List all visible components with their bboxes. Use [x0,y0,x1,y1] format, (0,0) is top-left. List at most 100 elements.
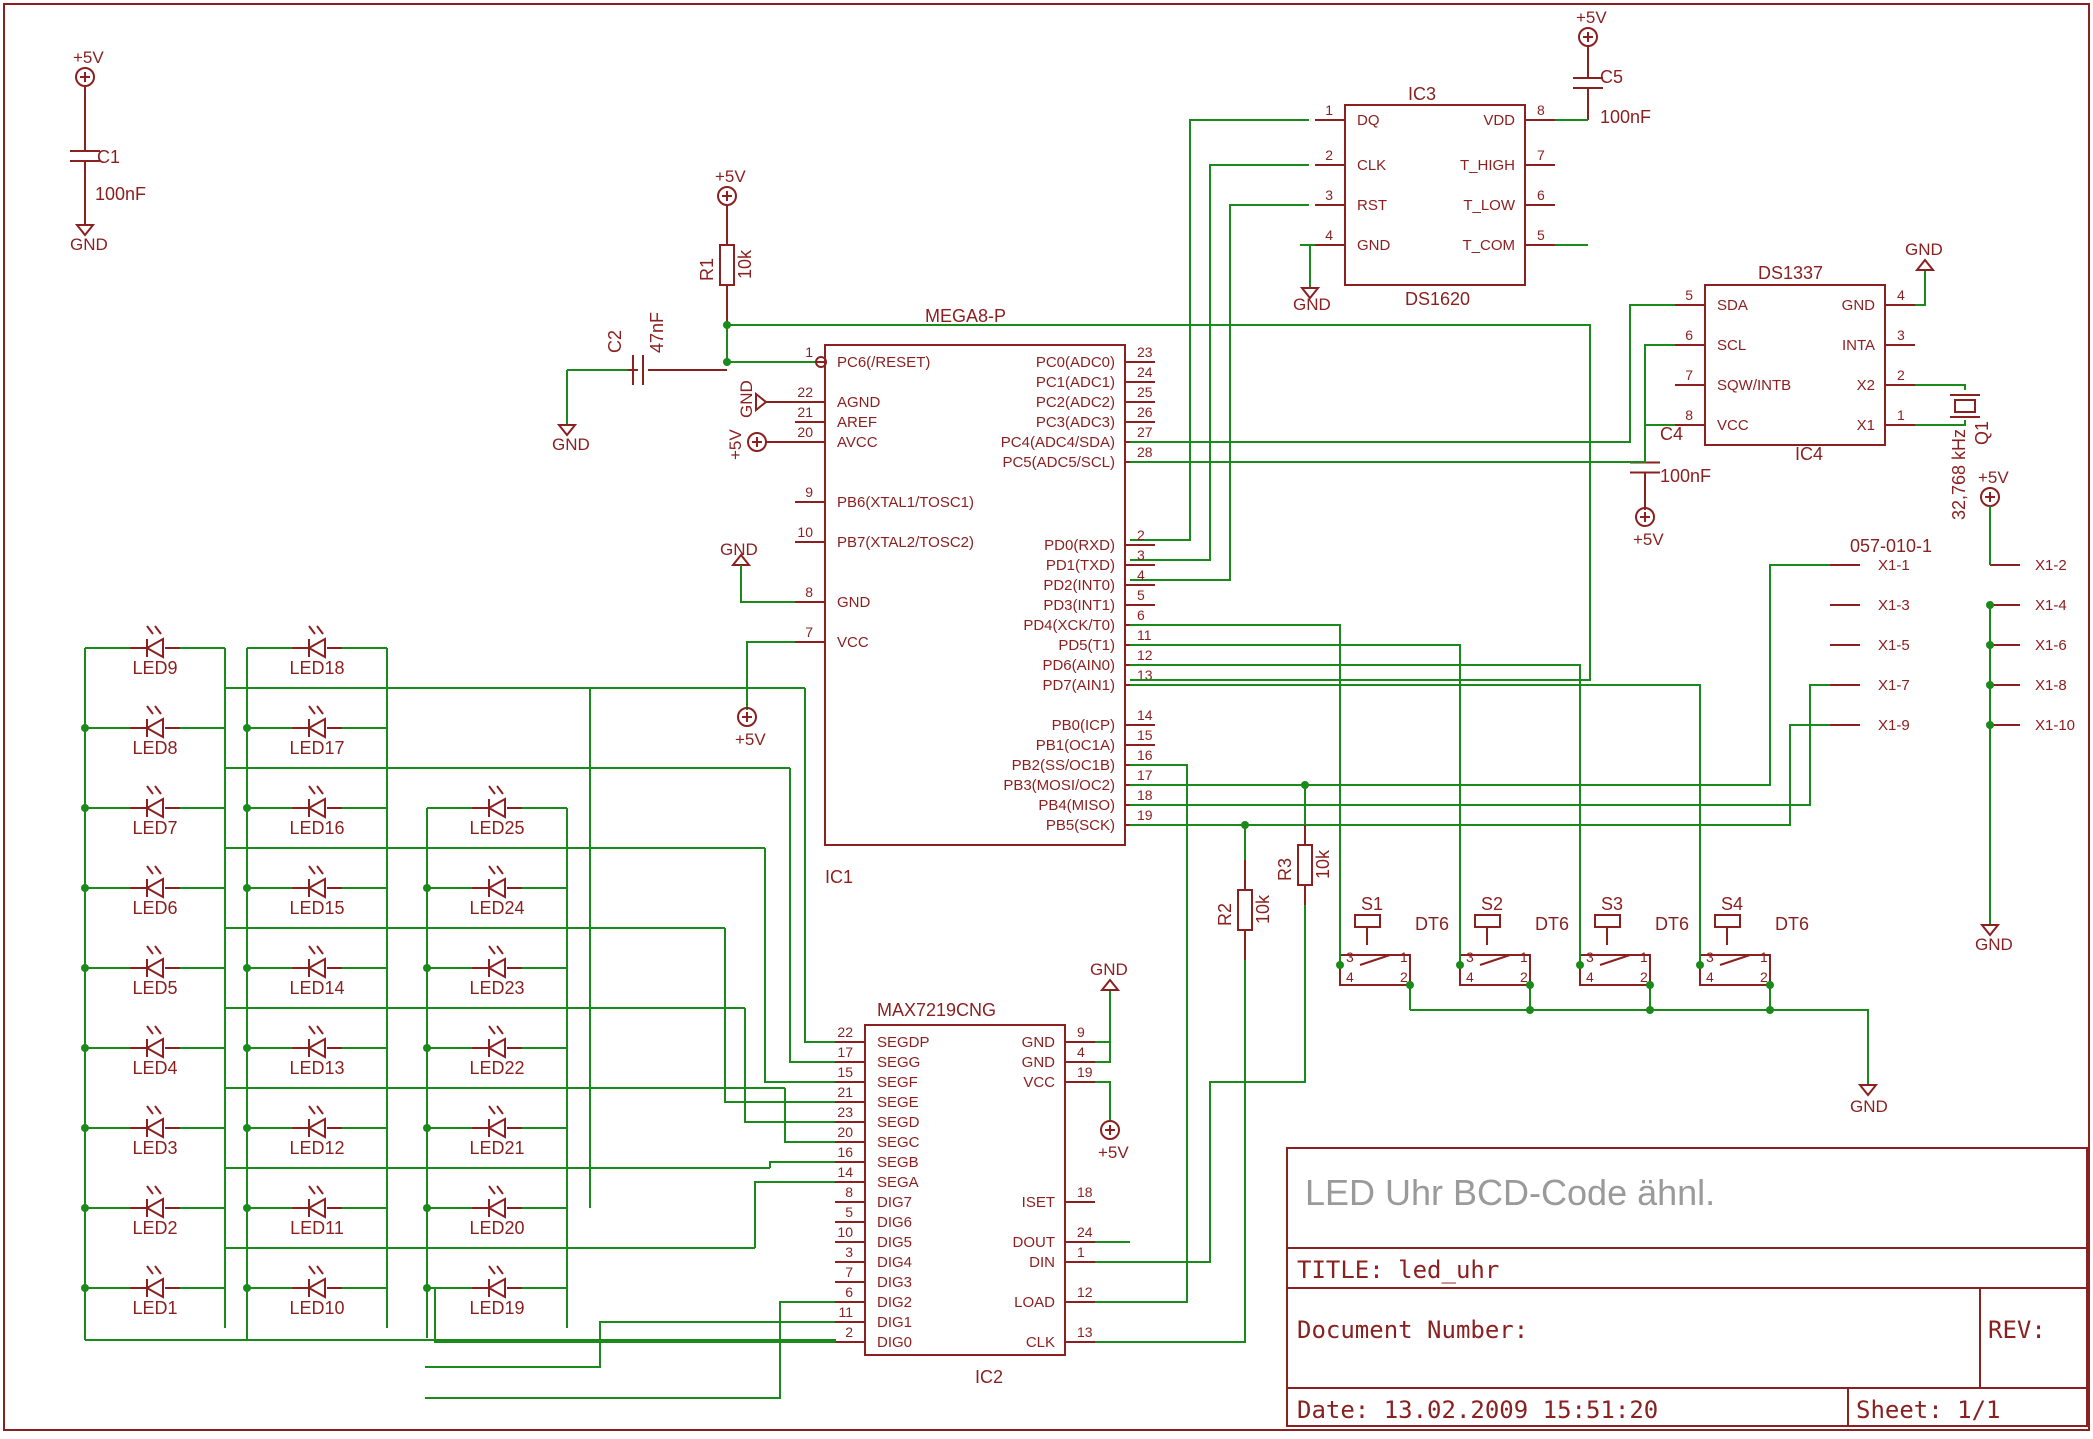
pin-number: 5 [845,1204,853,1220]
ic3-ds1620: 1DQ2CLK3RST4GND8VDD7T_HIGH6T_LOW5T_COMIC… [1315,84,1555,309]
led-led3: LED3 [130,1105,180,1158]
pin-number: 2 [1137,527,1145,543]
led-led17: LED17 [289,705,345,758]
pin-number: 19 [1077,1064,1093,1080]
pin-number: 7 [1685,367,1693,383]
led-led8: LED8 [130,705,180,758]
connector-pin: X1-9 [1878,717,1910,734]
led-led5: LED5 [130,945,180,998]
pin-name: PC4(ADC4/SDA) [1001,434,1115,451]
pin-name: PD3(INT1) [1043,597,1115,614]
junction-dot [81,804,89,812]
title-block-document-number: Document Number: [1297,1316,1528,1344]
pin-number: 21 [797,404,813,420]
pin-number: 17 [1137,767,1153,783]
switch-pin: 2 [1640,969,1648,985]
junction-dot [1766,1006,1774,1014]
capacitor-ref: C2 [605,330,625,353]
pin-number: 11 [1137,627,1152,643]
switch-pin: 2 [1760,969,1768,985]
pin-number: 9 [805,484,813,500]
resistor-value: 10k [1253,894,1273,924]
pin-name: PD0(RXD) [1044,537,1115,554]
switch-ref: S1 [1361,894,1383,914]
pin-number: 4 [1137,567,1145,583]
vcc-symbol: +5V [1098,1120,1129,1162]
pin-name: GND [837,594,871,611]
led-ref: LED19 [469,1298,524,1318]
junction-dot [1301,781,1309,789]
pin-name: VDD [1483,112,1515,129]
led-ref: LED12 [289,1138,344,1158]
net-wires [1130,119,1309,581]
pin-name: PD7(AIN1) [1042,677,1115,694]
led-ref: LED11 [290,1218,344,1238]
pin-name: AREF [837,414,877,431]
pin-number: 14 [1137,707,1153,723]
switch-pin: 4 [1586,969,1594,985]
connector-pin: X1-6 [2035,637,2067,654]
pin-number: 15 [1137,727,1153,743]
connector-pin: X1-4 [2035,597,2067,614]
switch-pin: 1 [1400,949,1408,965]
pin-name: PB1(OC1A) [1036,737,1115,754]
led-led24: LED24 [469,865,525,918]
connector-pin: X1-10 [2035,717,2075,734]
pin-name: PB2(SS/OC1B) [1012,757,1115,774]
pin-name: PD6(AIN0) [1042,657,1115,674]
pin-number: 24 [1077,1224,1093,1240]
led-led12: LED12 [289,1105,345,1158]
junction-dot [81,1124,89,1132]
pin-name: GND [1022,1034,1056,1051]
pin-name: T_LOW [1463,197,1516,214]
pin-number: 2 [845,1324,853,1340]
ic4-name: DS1337 [1758,263,1823,283]
vcc-symbol: +5V [715,167,746,206]
led-led10: LED10 [289,1265,345,1318]
pin-name: PB5(SCK) [1046,817,1115,834]
pin-number: 18 [1137,787,1153,803]
switch-pin: 3 [1346,949,1354,965]
title-block: LED Uhr BCD-Code ähnl. TITLE: led_uhr Do… [1286,1147,2088,1427]
pin-number: 24 [1137,364,1153,380]
resistor-value: 10k [735,249,755,279]
resistor-ref: R2 [1215,903,1235,926]
switch-pin: 4 [1706,969,1714,985]
connector-pin: X1-7 [1878,677,1910,694]
pin-number: 6 [845,1284,853,1300]
pin-name: CLK [1357,157,1386,174]
pin-number: 23 [837,1104,853,1120]
pin-name: DIG5 [877,1234,912,1251]
capacitor-ref: C4 [1660,424,1683,444]
crystal-value: 32,768 kHz [1949,429,1969,520]
pin-name: VCC [1023,1074,1055,1091]
pin-name: PC5(ADC5/SCL) [1002,454,1115,471]
pin-name: PC0(ADC0) [1036,354,1115,371]
pin-name: DIG3 [877,1274,912,1291]
crystal-ref: Q1 [1972,421,1992,445]
pin-number: 7 [805,624,813,640]
vcc-symbol: +5V [726,429,767,460]
pin-name: SEGG [877,1054,920,1071]
pin-number: 27 [1137,424,1153,440]
capacitor-value: 100nF [95,184,146,204]
pin-number: 1 [1077,1244,1085,1260]
led-ref: LED17 [289,738,344,758]
pin-name: PD5(T1) [1058,637,1115,654]
led-ref: LED9 [132,658,177,678]
led-ref: LED15 [289,898,344,918]
pin-name: SEGA [877,1174,919,1191]
pin-name: CLK [1026,1334,1055,1351]
vcc-label: +5V [1098,1143,1129,1162]
pin-number: 5 [1137,587,1145,603]
pin-number: 11 [838,1304,853,1320]
connector-pin: X1-2 [2035,557,2067,574]
pin-number: 8 [1685,407,1693,423]
